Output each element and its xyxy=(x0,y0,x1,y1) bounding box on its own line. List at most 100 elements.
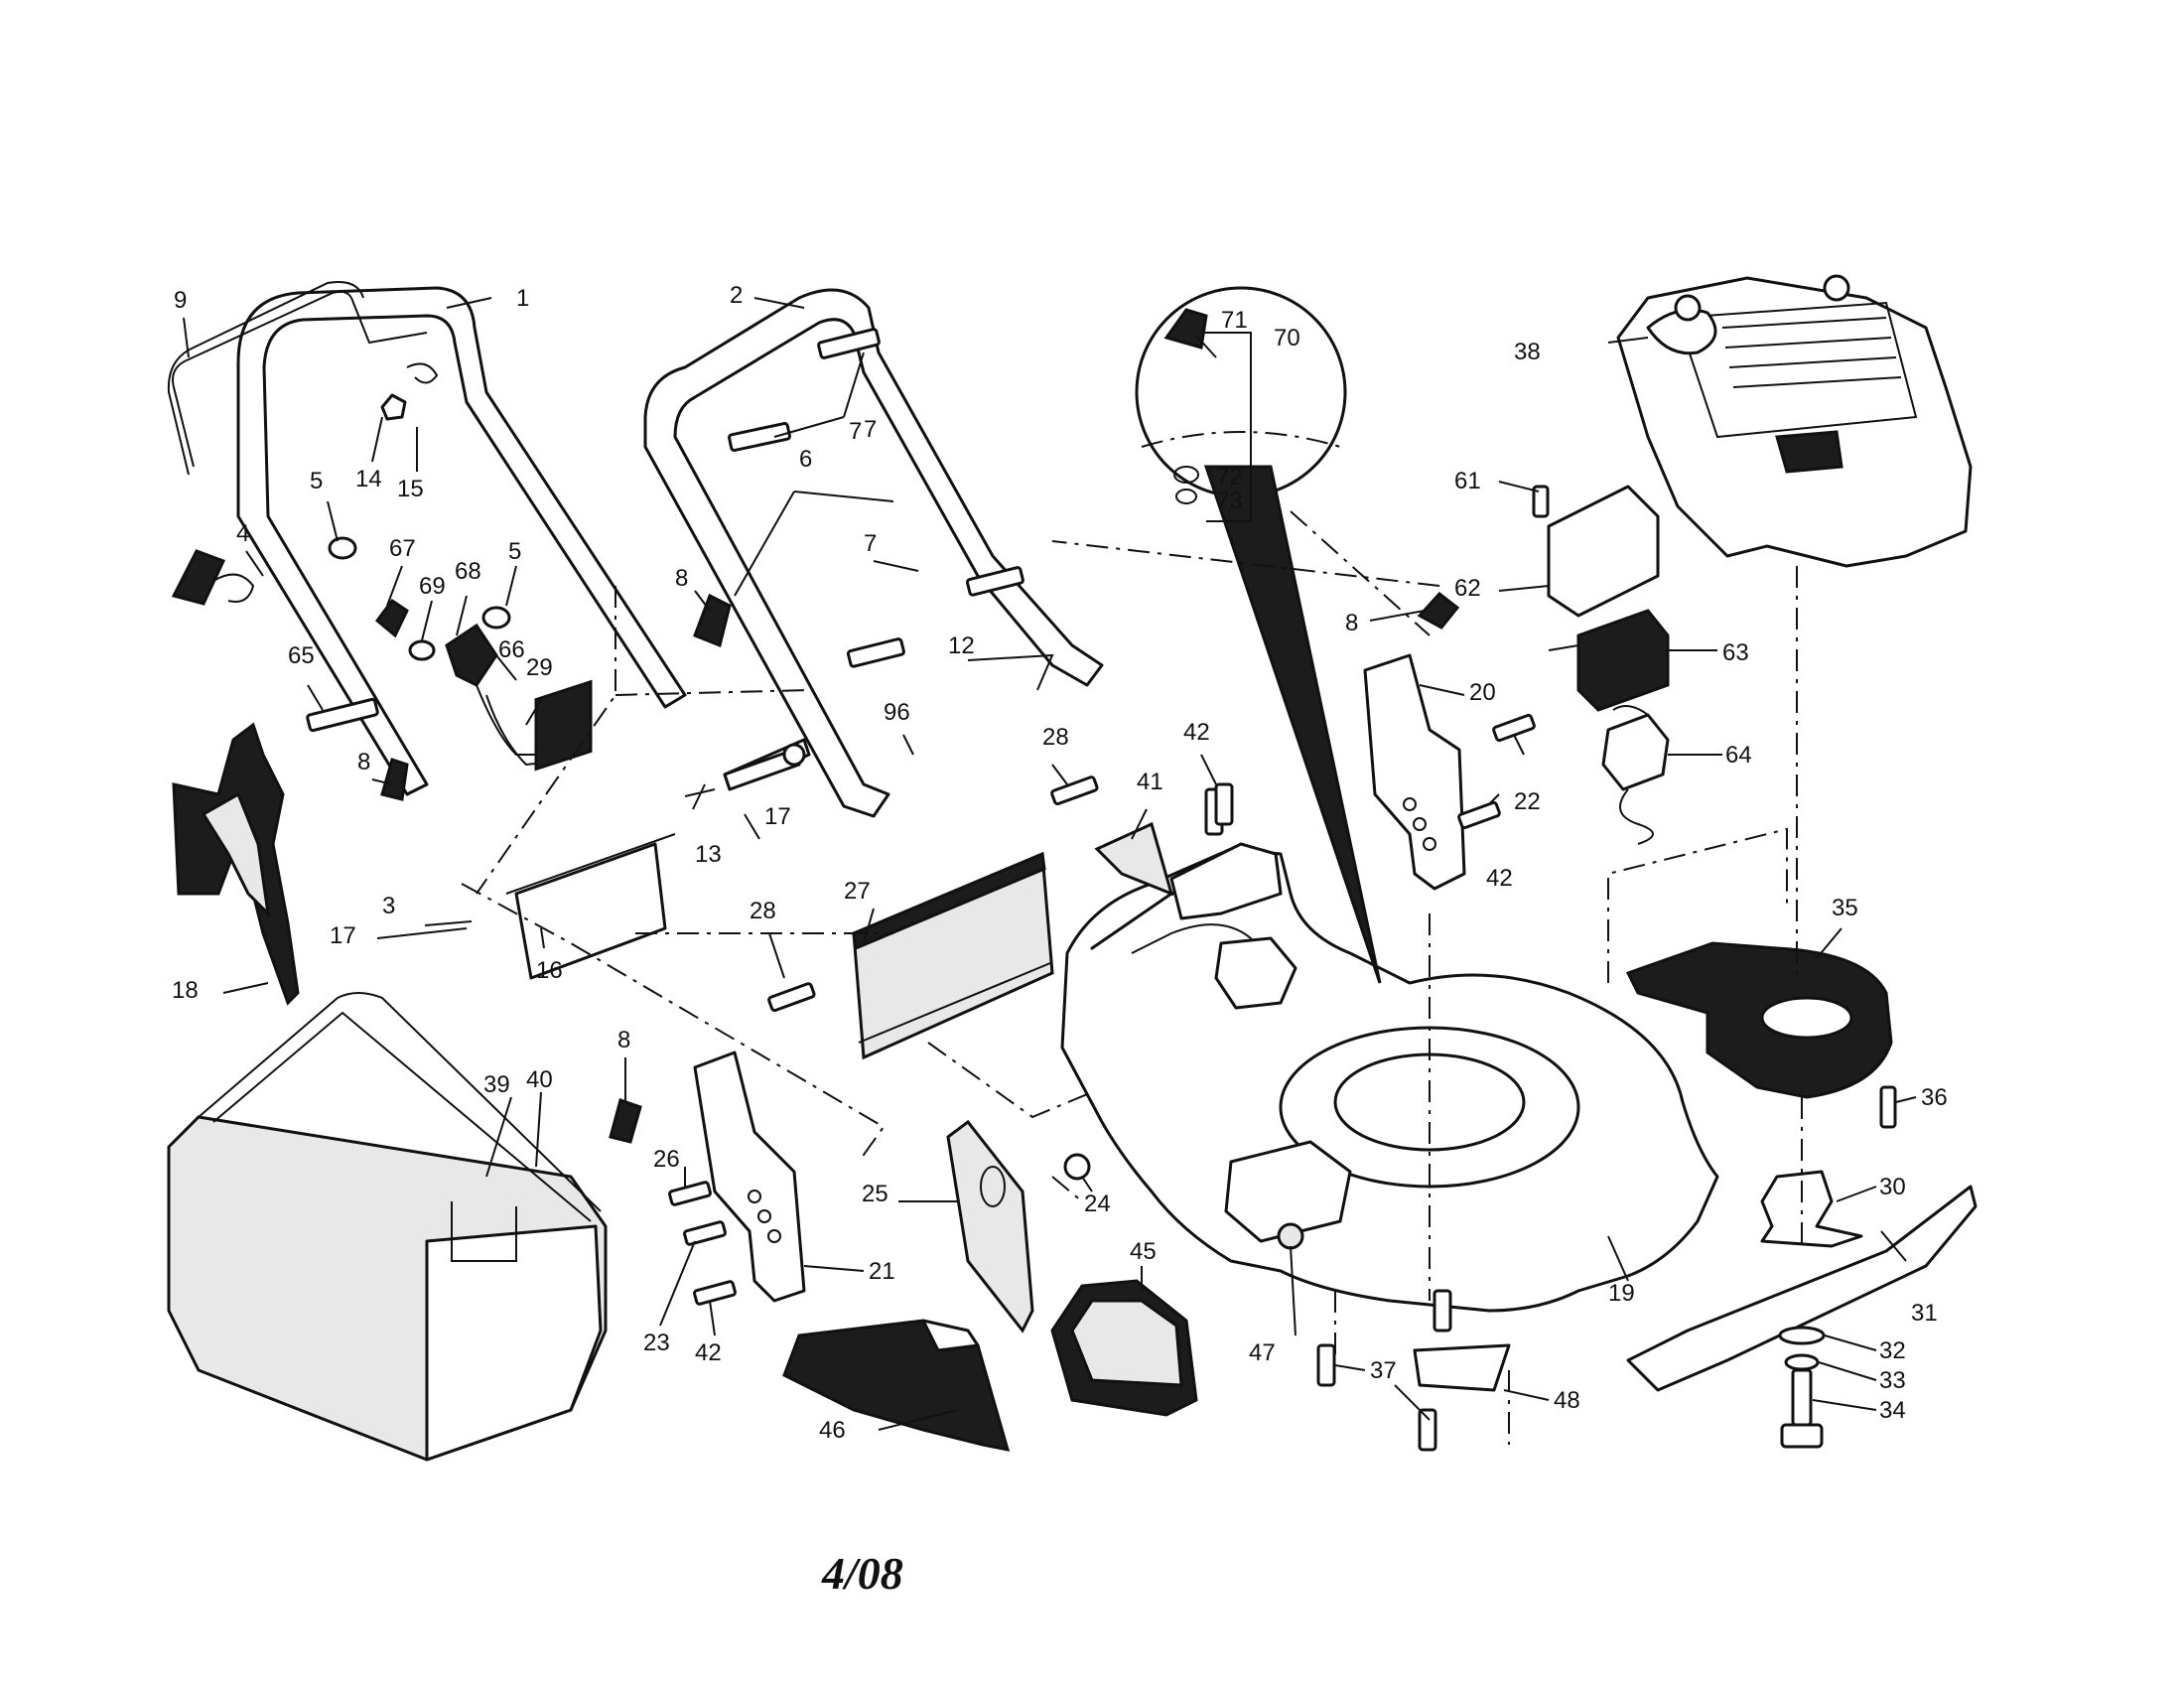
callout-13: 13 xyxy=(695,841,722,868)
callout-19: 19 xyxy=(1608,1280,1635,1307)
bolt-42-top xyxy=(1214,782,1234,826)
callout-41: 41 xyxy=(1137,769,1163,795)
callout-47: 47 xyxy=(1249,1339,1276,1366)
callout-46: 46 xyxy=(819,1417,846,1444)
callout-23: 23 xyxy=(643,1330,670,1356)
callout-20: 20 xyxy=(1469,679,1496,706)
callout-12: 12 xyxy=(948,632,975,659)
rear-flap-18 xyxy=(172,722,300,1006)
bracket-bolts-left xyxy=(668,1181,737,1306)
callout-42c: 42 xyxy=(695,1339,722,1366)
callout-8a: 8 xyxy=(675,565,688,592)
small-hardware xyxy=(328,362,511,661)
mulch-plate-27 xyxy=(852,851,1054,1060)
callout-65: 65 xyxy=(288,642,315,669)
callout-1: 1 xyxy=(516,285,529,312)
callout-40: 40 xyxy=(526,1066,553,1093)
battery-box-62 xyxy=(1532,485,1660,618)
handle-bolts xyxy=(306,328,1024,733)
callout-5b: 5 xyxy=(508,538,521,565)
height-bracket-21 xyxy=(693,1051,806,1303)
charger-64 xyxy=(1601,705,1670,845)
callout-35: 35 xyxy=(1832,895,1858,921)
callout-48: 48 xyxy=(1554,1387,1580,1414)
callout-42a: 42 xyxy=(1183,719,1210,746)
callout-25: 25 xyxy=(862,1181,888,1207)
callout-69: 69 xyxy=(419,573,446,600)
callout-72: 72 xyxy=(1216,464,1243,491)
callout-2: 2 xyxy=(730,282,743,309)
callout-45: 45 xyxy=(1130,1238,1157,1265)
height-bracket-20 xyxy=(1363,653,1466,891)
callout-29: 29 xyxy=(526,654,553,681)
callout-16: 16 xyxy=(536,957,563,984)
callout-42b: 42 xyxy=(1486,865,1513,892)
callout-22: 22 xyxy=(1514,788,1541,815)
blade-adapter-35 xyxy=(1625,941,1893,1099)
bail-wire xyxy=(167,281,428,476)
callout-34: 34 xyxy=(1879,1397,1906,1424)
callout-6: 6 xyxy=(799,446,812,473)
lower-handle xyxy=(643,288,1104,818)
side-chute-46 xyxy=(782,1319,1011,1452)
callout-7b: 7 xyxy=(864,530,877,557)
blade-adapter-30 xyxy=(1760,1170,1863,1248)
callout-64: 64 xyxy=(1725,742,1752,769)
nut-24 xyxy=(1063,1153,1091,1181)
callout-labels: 1 2 9 7 7 7 6 14 15 5 5 4 67 68 69 66 29… xyxy=(172,282,1948,1444)
callout-21: 21 xyxy=(869,1258,895,1285)
upper-handle xyxy=(236,286,687,796)
callout-96: 96 xyxy=(884,699,910,726)
rear-skid-48 xyxy=(1316,1289,1511,1452)
callout-14: 14 xyxy=(355,466,382,492)
callout-7a: 7 xyxy=(864,416,877,443)
assembly-lines xyxy=(461,510,1803,1445)
callout-8b: 8 xyxy=(357,749,370,775)
callout-32: 32 xyxy=(1879,1337,1906,1364)
callout-28b: 28 xyxy=(750,898,776,924)
callout-61: 61 xyxy=(1454,468,1481,494)
callout-15: 15 xyxy=(397,476,424,502)
callout-17a: 17 xyxy=(764,803,791,830)
callout-17b: 17 xyxy=(330,922,356,949)
bolt-36 xyxy=(1879,1085,1897,1129)
callout-33: 33 xyxy=(1879,1367,1906,1394)
callout-8c: 8 xyxy=(1345,610,1358,636)
date-code: 4/08 xyxy=(821,1548,903,1599)
blade-bolt-stack xyxy=(1778,1326,1826,1449)
callout-9: 9 xyxy=(174,287,187,314)
callout-73: 73 xyxy=(1216,488,1243,514)
callout-62: 62 xyxy=(1454,575,1481,602)
callout-67: 67 xyxy=(389,535,416,562)
callout-27: 27 xyxy=(844,878,871,905)
callout-28a: 28 xyxy=(1042,724,1069,751)
handle-knobs xyxy=(171,549,1460,1144)
callout-3: 3 xyxy=(382,893,395,919)
blade-31 xyxy=(1626,1185,1978,1392)
callout-18: 18 xyxy=(172,977,199,1004)
bolts-28 xyxy=(767,775,1099,1013)
mower-deck-19 xyxy=(1060,847,1719,1313)
leader-lines xyxy=(183,297,1917,1431)
callout-24: 24 xyxy=(1084,1191,1111,1217)
callout-36: 36 xyxy=(1921,1084,1948,1111)
callout-66: 66 xyxy=(498,636,525,663)
callout-26: 26 xyxy=(653,1146,680,1173)
deck-front-bracket xyxy=(1169,842,1283,920)
control-cable xyxy=(445,623,547,767)
callout-68: 68 xyxy=(455,558,481,585)
callout-8d: 8 xyxy=(617,1027,630,1053)
grass-bag xyxy=(167,992,608,1462)
callout-30: 30 xyxy=(1879,1174,1906,1200)
deflector-25 xyxy=(946,1119,1034,1333)
callout-38: 38 xyxy=(1514,339,1541,365)
mulch-plug-45 xyxy=(1050,1279,1198,1417)
callout-5a: 5 xyxy=(310,468,323,494)
callout-31: 31 xyxy=(1911,1300,1938,1327)
callout-39: 39 xyxy=(483,1071,510,1098)
detail-magnifier xyxy=(1135,286,1382,984)
callout-37: 37 xyxy=(1370,1357,1397,1384)
callout-70: 70 xyxy=(1274,325,1300,351)
callout-63: 63 xyxy=(1722,639,1749,666)
